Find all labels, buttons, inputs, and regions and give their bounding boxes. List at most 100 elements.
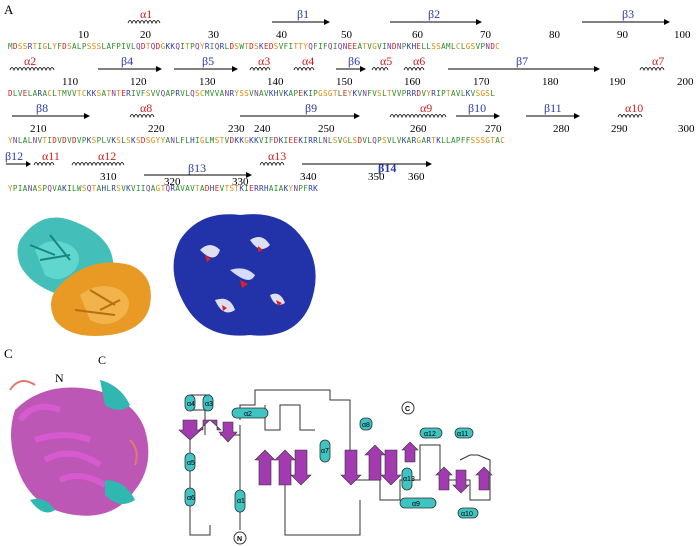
sequence-text: DLVELARACLTMVVTCKKSATNTERIVFSVVQAPRVLQSC… xyxy=(8,89,495,98)
residue-number: 40 xyxy=(276,29,288,41)
helix-a9: α9 xyxy=(412,501,420,508)
helix-icon xyxy=(71,162,125,167)
panel-c-figures: N C α4 α3 α2 α5 α6 α1 α7 α8 α9 α10 α11 xyxy=(9,353,493,545)
sequence-row-2-graphic: α2 β4 β5 α3 α4 β6 α5 α6 β7 α7 110 120 13… xyxy=(8,55,694,98)
residue-number-350: 350 xyxy=(368,171,385,183)
residue-number: 230 xyxy=(228,123,245,135)
helix-a3: α3 xyxy=(205,401,213,408)
residue-number: 100 xyxy=(674,29,691,41)
helix-label-a2: α2 xyxy=(24,55,36,68)
residue-number-360: 360 xyxy=(408,171,425,183)
helix-label-a13: α13 xyxy=(268,150,286,163)
helix-a5: α5 xyxy=(187,460,195,467)
residue-number: 260 xyxy=(410,123,427,135)
panel-label-a: A xyxy=(4,2,14,17)
residue-number-250: 250 xyxy=(318,123,335,135)
residue-number: 210 xyxy=(30,123,47,135)
sequence-row-1-graphic: α1 β1 β2 β3 10 20 30 40 50 60 70 80 90 1… xyxy=(8,8,691,51)
helix-label-a4: α4 xyxy=(302,55,314,68)
helix-icon xyxy=(9,67,55,72)
panel-label-c: C xyxy=(4,346,13,361)
helix-icon xyxy=(389,114,447,119)
arrow-icon xyxy=(664,19,670,25)
arrow-icon xyxy=(426,161,432,167)
helix-icon xyxy=(639,67,665,72)
sequence-row-2: α2 β4 β5 α3 α4 β6 α5 α6 β7 α7 110 120 13… xyxy=(0,55,700,99)
strand-label-b3: β3 xyxy=(622,8,634,21)
topology-diagram: α4 α3 α2 α5 α6 α1 α7 α8 α9 α10 α11 α12 α… xyxy=(178,389,493,545)
residue-number: 160 xyxy=(404,76,421,88)
helix-a10: α10 xyxy=(461,511,473,518)
helix-a1: α1 xyxy=(237,498,245,505)
helix-label-a9: α9 xyxy=(420,102,432,115)
residue-number: 10 xyxy=(78,29,90,41)
helix-label-a1: α1 xyxy=(140,8,152,21)
arrow-icon xyxy=(476,19,482,25)
residue-number: 130 xyxy=(199,76,216,88)
helix-label-a7: α7 xyxy=(652,55,664,68)
sequence-row-3: β8 α8 β9 α9 β10 β11 α10 210 220 230 240 … xyxy=(0,102,700,146)
residue-number: 140 xyxy=(267,76,284,88)
strand-label-b9: β9 xyxy=(305,102,317,115)
helix-a13: α13 xyxy=(403,476,415,483)
residue-number: 190 xyxy=(609,76,626,88)
residue-number: 180 xyxy=(542,76,559,88)
residue-number-310: 310 xyxy=(100,171,117,183)
arrow-icon xyxy=(232,66,238,72)
strand-label-b8: β8 xyxy=(36,102,48,115)
helix-icon xyxy=(249,67,271,72)
strand-label-b4: β4 xyxy=(121,55,133,68)
helix-icon xyxy=(617,114,643,119)
strand-arrows xyxy=(178,419,493,494)
helix-a6: α6 xyxy=(187,495,195,502)
arrow-icon xyxy=(574,113,580,119)
residue-number-330: 330 xyxy=(232,176,249,188)
strand-label-b6: β6 xyxy=(348,55,360,68)
residue-number: 20 xyxy=(140,29,152,41)
sequence-text: YNLALNVTIDVDVDVPKSPLVKSLSKSDSGYYANLFLHIG… xyxy=(8,136,505,145)
helix-a4: α4 xyxy=(187,401,195,408)
sequence-row-4-graphic: β12 α11 α12 β13 α13 β14 310 310 320 330 … xyxy=(5,150,432,193)
helix-icon xyxy=(127,20,161,25)
residue-number-340: 340 xyxy=(300,171,317,183)
strand-label-b5: β5 xyxy=(202,55,214,68)
arrow-icon xyxy=(354,113,360,119)
residue-number: 170 xyxy=(473,76,490,88)
cartoon-n-terminus: N xyxy=(55,371,64,385)
panel-b-structures xyxy=(0,205,320,340)
arrow-icon xyxy=(594,66,600,72)
arrow-icon xyxy=(246,172,252,178)
strand-label-b12: β12 xyxy=(5,150,23,163)
c-terminus-label: C xyxy=(405,406,410,413)
dimer-cartoon-image xyxy=(0,205,160,340)
residue-number: 110 xyxy=(62,76,79,88)
residue-number: 280 xyxy=(553,123,570,135)
monomer-cartoon-image: N C xyxy=(9,353,149,516)
helix-icon xyxy=(293,67,315,72)
arrow-icon xyxy=(156,66,162,72)
residue-number: 300 xyxy=(678,123,695,135)
sequence-row-1: α1 β1 β2 β3 10 20 30 40 50 60 70 80 90 1… xyxy=(0,8,700,52)
strand-label-b11: β11 xyxy=(544,102,562,115)
cartoon-c-terminus: C xyxy=(98,353,106,367)
residue-number: 270 xyxy=(485,123,502,135)
helix-icon xyxy=(371,67,389,72)
helix-a12: α12 xyxy=(424,431,436,438)
residue-number: 200 xyxy=(677,76,694,88)
arrow-icon xyxy=(494,113,500,119)
arrow-icon xyxy=(324,19,330,25)
residue-number: 120 xyxy=(130,76,147,88)
helix-label-a10: α10 xyxy=(625,102,643,115)
helix-icon xyxy=(403,67,425,72)
residue-number: 30 xyxy=(208,29,220,41)
helix-label-a6: α6 xyxy=(413,55,425,68)
residue-number: 50 xyxy=(341,29,353,41)
strand-label-b10: β10 xyxy=(468,102,486,115)
sequence-row-3-graphic: β8 α8 β9 α9 β10 β11 α10 210 220 230 240 … xyxy=(8,102,695,145)
sequence-row-4: β12 α11 α12 β13 α13 β14 310 310 320 330 … xyxy=(0,150,700,194)
residue-number: 80 xyxy=(549,29,561,41)
sequence-text: MDSSRTIGLYFDSALPSSSLAFPIVLQDTQDGKKQITPQY… xyxy=(8,42,500,51)
residue-number-240: 240 xyxy=(254,123,271,135)
strand-label-b13: β13 xyxy=(188,161,206,175)
arrow-icon xyxy=(84,113,90,119)
